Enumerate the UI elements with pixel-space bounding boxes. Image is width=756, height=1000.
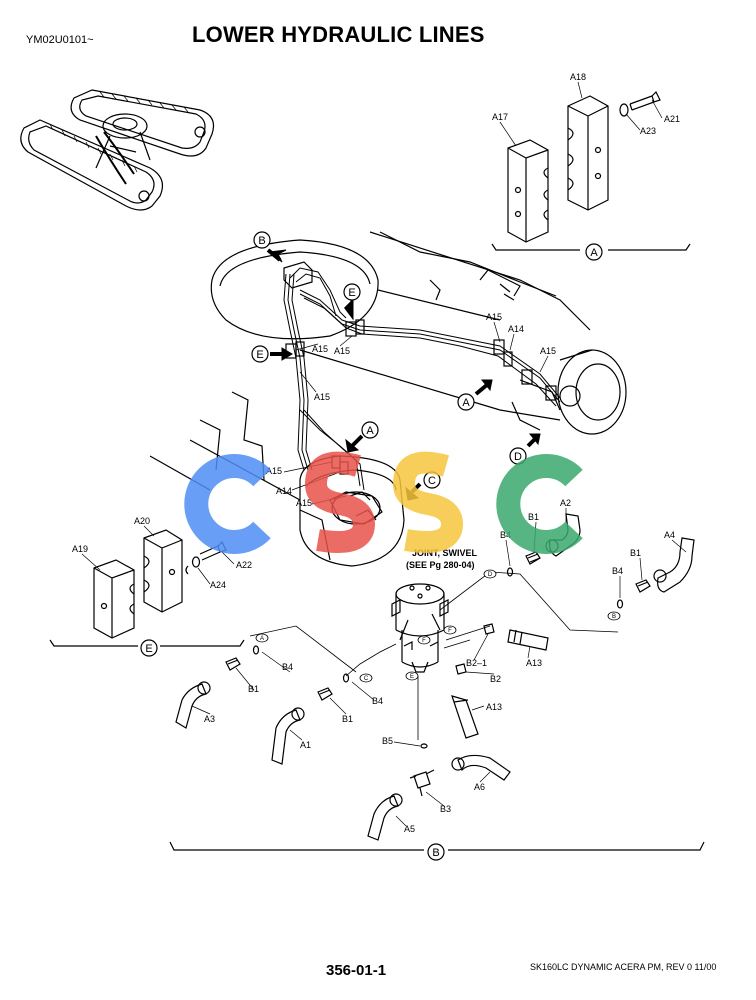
part-label-a1: A1 [300, 740, 311, 750]
port-label-f-1: F [448, 628, 452, 634]
part-label-a15-2: A15 [334, 346, 350, 356]
part-label-a22: A22 [236, 560, 252, 570]
part-label-a3: A3 [204, 714, 215, 724]
page-number: 356-01-1 [326, 962, 387, 979]
detail-label-e-main-right: E [348, 287, 355, 299]
port-label-c: C [364, 676, 369, 682]
main-frame [149, 231, 627, 567]
part-label-b1-4: B1 [342, 714, 353, 724]
part-label-a13-1: A13 [526, 658, 542, 668]
part-label-b1-2: B1 [630, 548, 641, 558]
watermark-letter-s1 [304, 451, 376, 553]
detail-label-b-main: B [258, 235, 265, 247]
part-label-a14-2: A14 [276, 486, 292, 496]
part-label-a19: A19 [72, 544, 88, 554]
part-label-b4-3: B4 [282, 662, 293, 672]
part-label-a14-1: A14 [508, 324, 524, 334]
part-label-a23: A23 [640, 126, 656, 136]
port-label-a: A [260, 636, 264, 642]
detail-label-a-top: A [590, 247, 598, 259]
detail-view-e [49, 529, 245, 647]
part-label-b4-4: B4 [372, 696, 383, 706]
part-label-b2: B2 [490, 674, 501, 684]
watermark-letter-s2 [392, 451, 464, 553]
part-label-a4: A4 [664, 530, 675, 540]
part-label-a15-6: A15 [266, 466, 282, 476]
detail-label-b: B [432, 847, 439, 859]
part-label-a6: A6 [474, 782, 485, 792]
part-label-a24: A24 [210, 580, 226, 590]
model-code: YM02U0101~ [26, 34, 94, 46]
part-label-a17: A17 [492, 112, 508, 122]
part-label-a15-4: A15 [486, 312, 502, 322]
joint-note-line1: JOINT, SWIVEL [412, 548, 478, 558]
watermark-letter-c2 [496, 454, 583, 554]
part-label-b3: B3 [440, 804, 451, 814]
detail-label-a-main-left: A [366, 425, 374, 437]
revision-note: SK160LC DYNAMIC ACERA PM, REV 0 11/00 [530, 962, 717, 972]
part-label-a20: A20 [134, 516, 150, 526]
port-label-e: E [410, 674, 414, 680]
part-label-b5: B5 [382, 736, 393, 746]
joint-note-line2: (SEE Pg 280-04) [406, 560, 475, 570]
detail-label-e-main-left: E [256, 349, 263, 361]
part-label-a13-2: A13 [486, 702, 502, 712]
part-label-a21: A21 [664, 114, 680, 124]
part-label-b4-2: B4 [612, 566, 623, 576]
detail-label-c-main: C [428, 475, 436, 487]
part-label-a15-1: A15 [312, 344, 328, 354]
watermark [184, 451, 583, 554]
part-label-b2-1: B2–1 [466, 658, 487, 668]
detail-marker-b [427, 843, 445, 861]
port-label-d: D [488, 572, 493, 578]
detail-marker-a-top [585, 243, 603, 261]
part-label-b1-1: B1 [528, 512, 539, 522]
detail-label-d-main: D [514, 451, 522, 463]
detail-label-e: E [145, 643, 152, 655]
detail-marker-e [140, 639, 158, 657]
part-label-b4-1: B4 [500, 530, 511, 540]
page-title: LOWER HYDRAULIC LINES [192, 22, 485, 47]
port-markers [255, 569, 621, 683]
main-view-markers [251, 231, 527, 489]
part-label-a15-7: A15 [296, 498, 312, 508]
part-label-a5: A5 [404, 824, 415, 834]
part-label-a15-3: A15 [314, 392, 330, 402]
detail-label-a-main-right: A [462, 397, 470, 409]
part-label-a18: A18 [570, 72, 586, 82]
watermark-letter-c1 [184, 454, 271, 554]
port-label-f-2: F [422, 638, 426, 644]
part-label-a15-5: A15 [540, 346, 556, 356]
detail-view-a [491, 90, 691, 251]
port-label-b: B [612, 614, 616, 620]
part-label-a2: A2 [560, 498, 571, 508]
undercarriage-inset [20, 89, 215, 211]
